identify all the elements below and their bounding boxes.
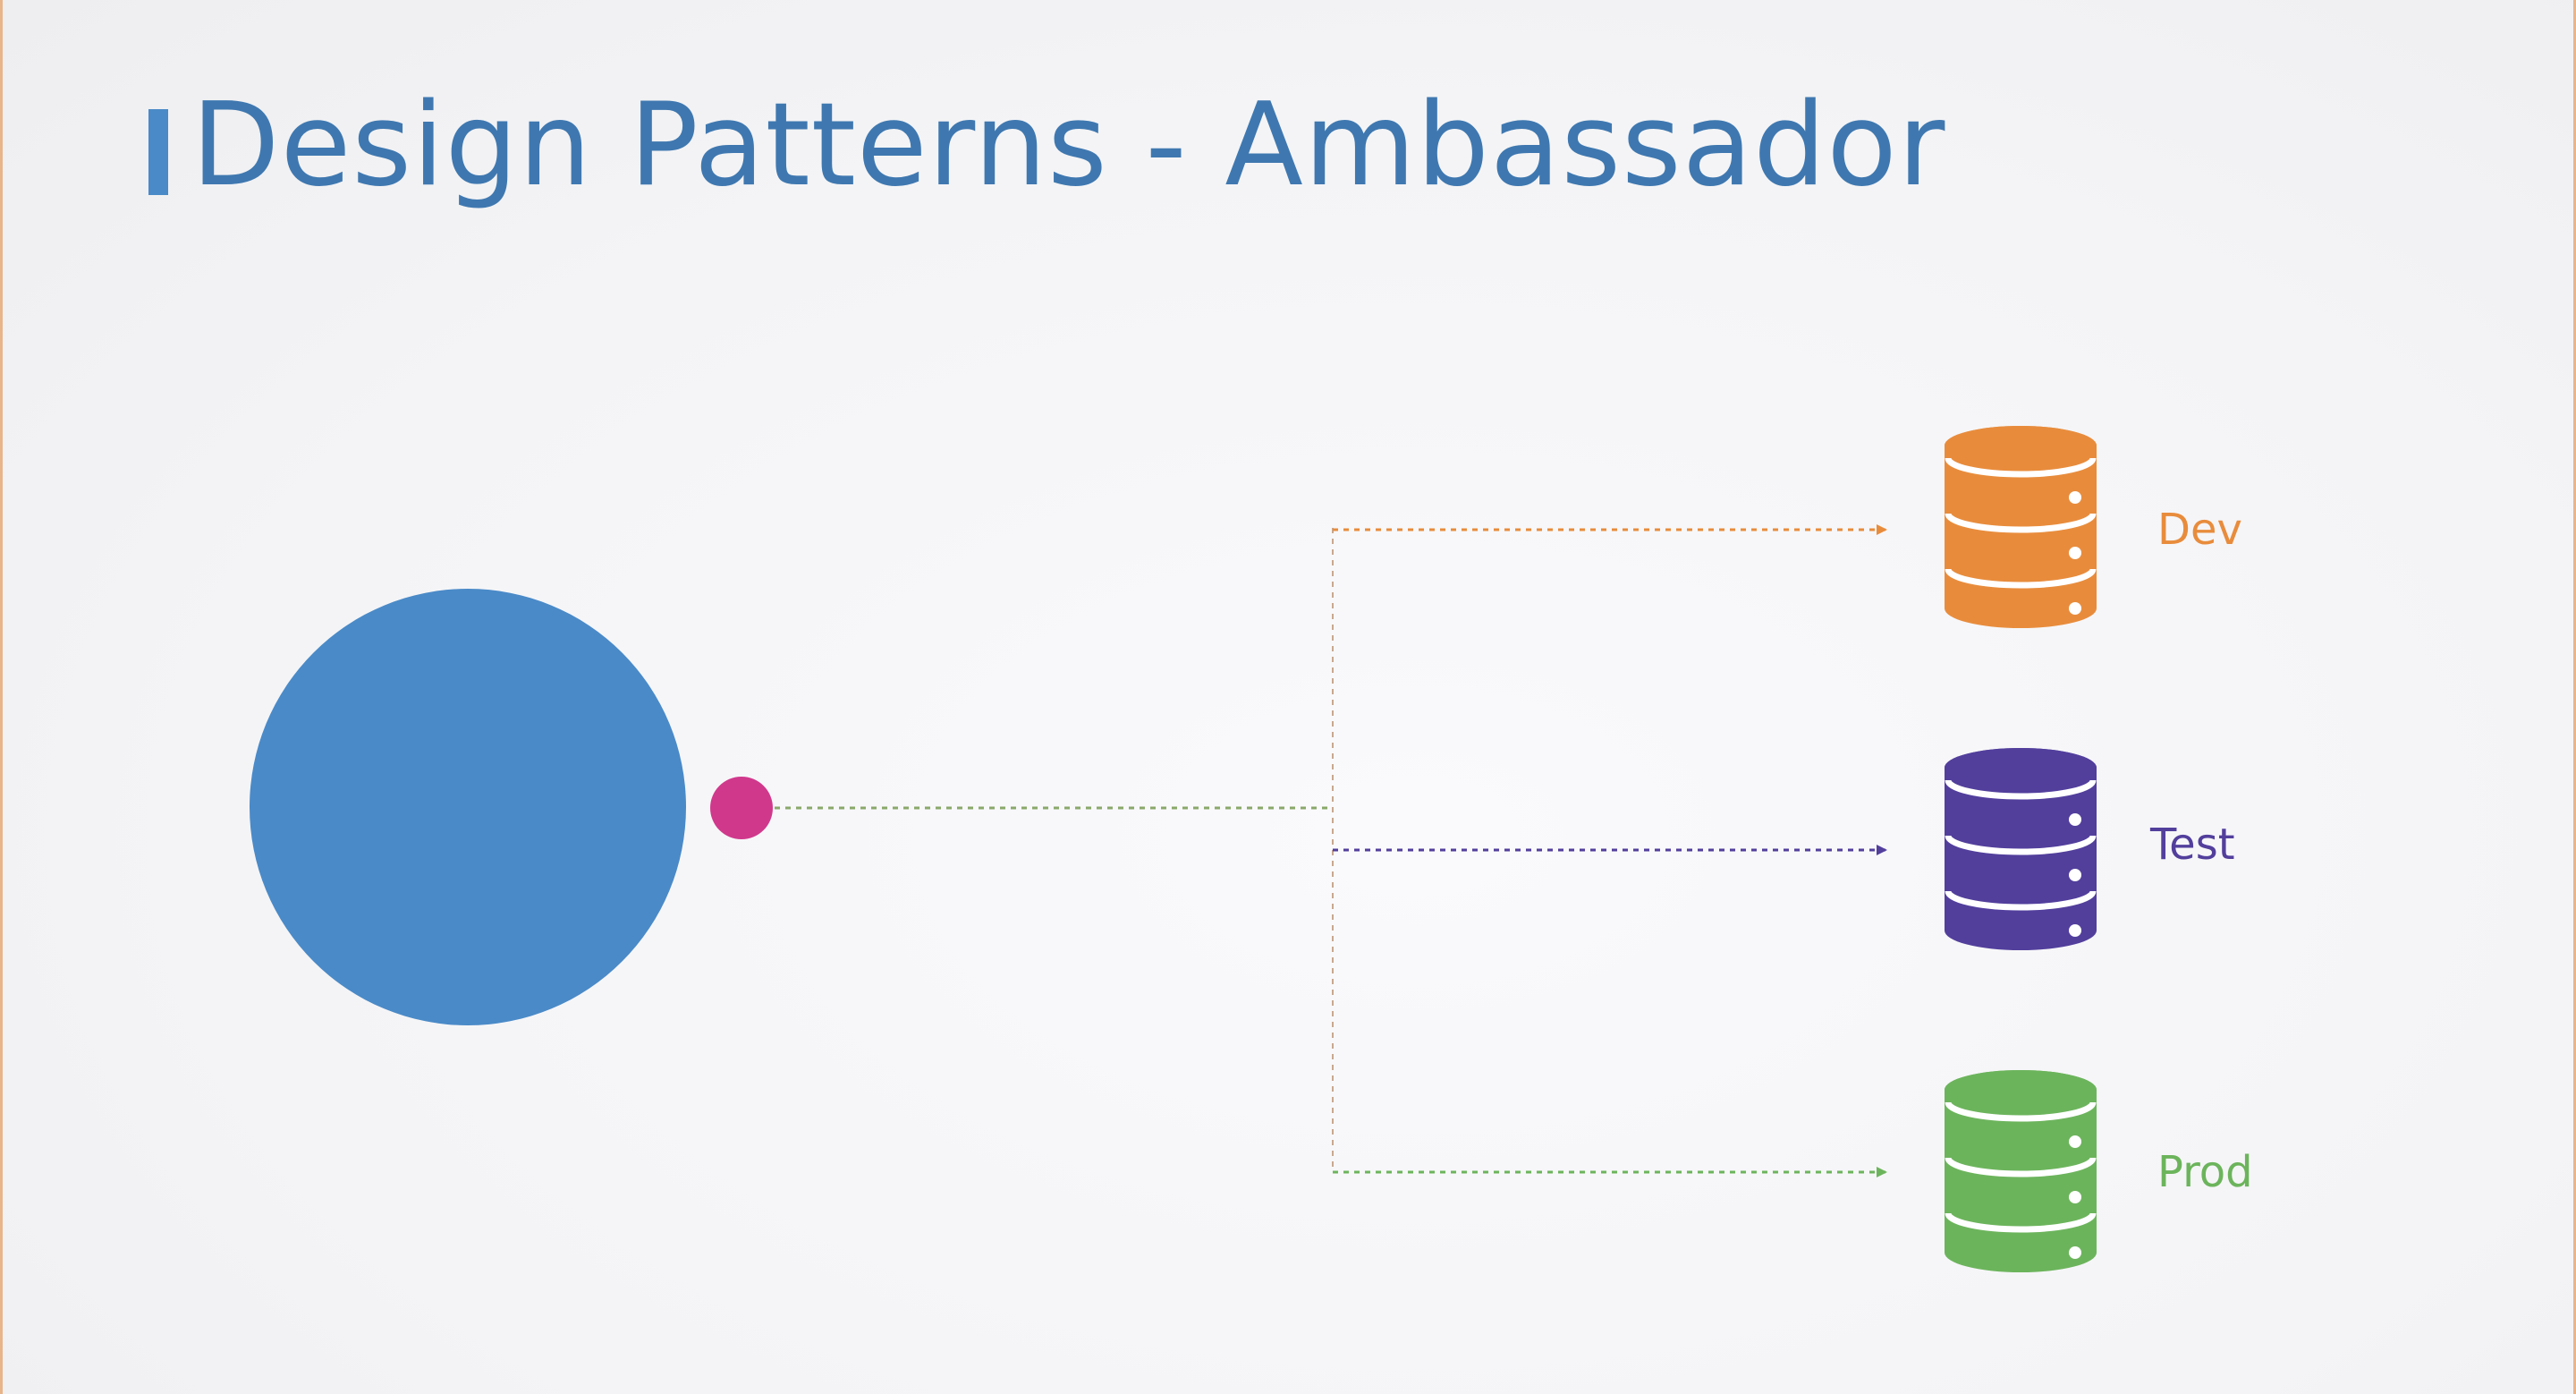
database-indicator-dot	[2069, 924, 2081, 937]
slide-edge-right	[2573, 0, 2576, 1394]
database-indicator-dot	[2069, 1191, 2081, 1203]
database-indicator-dot	[2069, 547, 2081, 559]
database-band	[1945, 779, 2097, 800]
database-band	[1945, 1157, 2097, 1177]
database-label-dev: Dev	[2157, 505, 2242, 555]
slide-edge-left	[0, 0, 3, 1394]
database-band	[1945, 1101, 2097, 1122]
slide-title: Design Patterns - Ambassador	[191, 79, 1946, 212]
database-icon	[1945, 1070, 2097, 1272]
database-indicator-dot	[2069, 602, 2081, 615]
database-band	[1945, 1212, 2097, 1233]
database-icon	[1945, 426, 2097, 628]
database-top	[1945, 748, 2097, 787]
database-label-test: Test	[2149, 820, 2235, 870]
database-indicator-dot	[2069, 869, 2081, 881]
database-band	[1945, 513, 2097, 533]
database-top	[1945, 1070, 2097, 1109]
database-indicator-dot	[2069, 1246, 2081, 1259]
database-dev	[1945, 426, 2097, 628]
database-band	[1945, 457, 2097, 478]
database-indicator-dot	[2069, 813, 2081, 826]
database-prod	[1945, 1070, 2097, 1272]
database-band	[1945, 568, 2097, 589]
ambassador-proxy-dot	[710, 777, 773, 839]
database-band	[1945, 835, 2097, 855]
title-accent-bar	[148, 109, 168, 195]
database-icon	[1945, 748, 2097, 950]
database-indicator-dot	[2069, 491, 2081, 504]
database-indicator-dot	[2069, 1135, 2081, 1148]
database-test	[1945, 748, 2097, 950]
database-band	[1945, 890, 2097, 911]
database-label-prod: Prod	[2157, 1147, 2253, 1197]
application-container-circle	[250, 589, 686, 1025]
database-top	[1945, 426, 2097, 465]
